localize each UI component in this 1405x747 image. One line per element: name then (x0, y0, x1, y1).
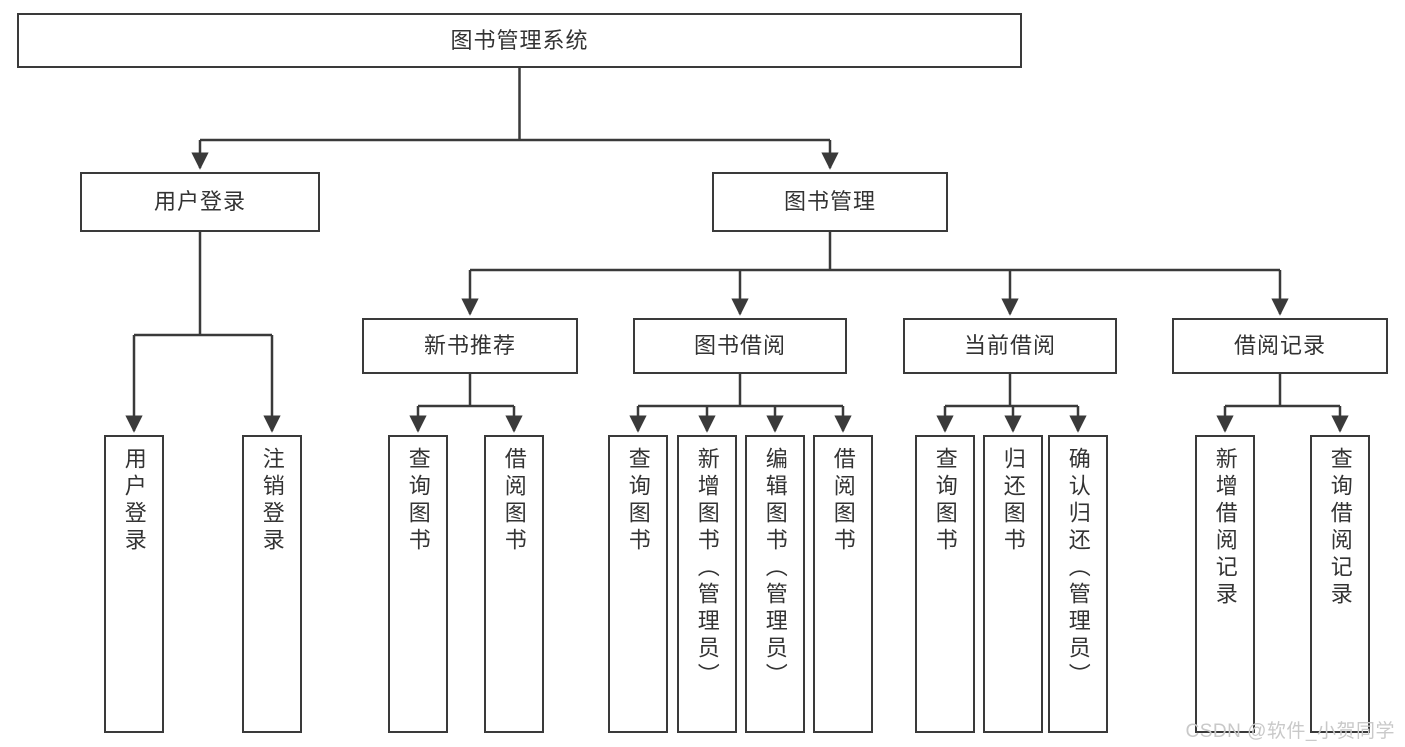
node-label: 查询图书 (625, 447, 651, 555)
node-label: 借阅图书 (830, 447, 856, 555)
node-leaf-edit-book[interactable]: 编辑图书（管理员） (745, 435, 805, 733)
node-leaf-borrow-book-2[interactable]: 借阅图书 (813, 435, 873, 733)
node-label: 新增借阅记录 (1212, 447, 1238, 609)
node-leaf-query-book-1[interactable]: 查询图书 (388, 435, 448, 733)
node-book-manage[interactable]: 图书管理 (712, 172, 948, 232)
node-current-borrow[interactable]: 当前借阅 (903, 318, 1117, 374)
node-label: 编辑图书（管理员） (762, 447, 788, 690)
node-leaf-return-book[interactable]: 归还图书 (983, 435, 1043, 733)
node-label: 借阅记录 (1233, 333, 1326, 359)
node-label: 确认归还（管理员） (1065, 447, 1091, 690)
node-label: 新增图书（管理员） (694, 447, 720, 690)
node-book-borrow[interactable]: 图书借阅 (633, 318, 847, 374)
node-label: 当前借阅 (963, 333, 1056, 359)
node-label: 图书借阅 (693, 333, 786, 359)
node-label: 图书管理系统 (450, 27, 589, 53)
node-new-book-recommend[interactable]: 新书推荐 (362, 318, 578, 374)
node-label: 查询图书 (405, 447, 431, 555)
node-leaf-confirm-return[interactable]: 确认归还（管理员） (1048, 435, 1108, 733)
node-leaf-user-logout[interactable]: 注销登录 (242, 435, 302, 733)
node-leaf-add-book[interactable]: 新增图书（管理员） (677, 435, 737, 733)
node-label: 归还图书 (1000, 447, 1026, 555)
node-label: 图书管理 (783, 189, 876, 215)
node-label: 借阅图书 (501, 447, 527, 555)
node-label: 用户登录 (153, 189, 246, 215)
node-leaf-add-record[interactable]: 新增借阅记录 (1195, 435, 1255, 733)
node-label: 新书推荐 (423, 333, 516, 359)
node-label: 查询借阅记录 (1327, 447, 1353, 609)
node-root[interactable]: 图书管理系统 (17, 13, 1022, 68)
node-leaf-query-book-2[interactable]: 查询图书 (608, 435, 668, 733)
node-borrow-record[interactable]: 借阅记录 (1172, 318, 1388, 374)
node-label: 用户登录 (121, 447, 147, 555)
node-label: 注销登录 (259, 447, 285, 555)
node-user-login[interactable]: 用户登录 (80, 172, 320, 232)
node-leaf-borrow-book-1[interactable]: 借阅图书 (484, 435, 544, 733)
node-label: 查询图书 (932, 447, 958, 555)
node-leaf-user-login[interactable]: 用户登录 (104, 435, 164, 733)
node-leaf-query-book-3[interactable]: 查询图书 (915, 435, 975, 733)
node-leaf-query-record[interactable]: 查询借阅记录 (1310, 435, 1370, 733)
